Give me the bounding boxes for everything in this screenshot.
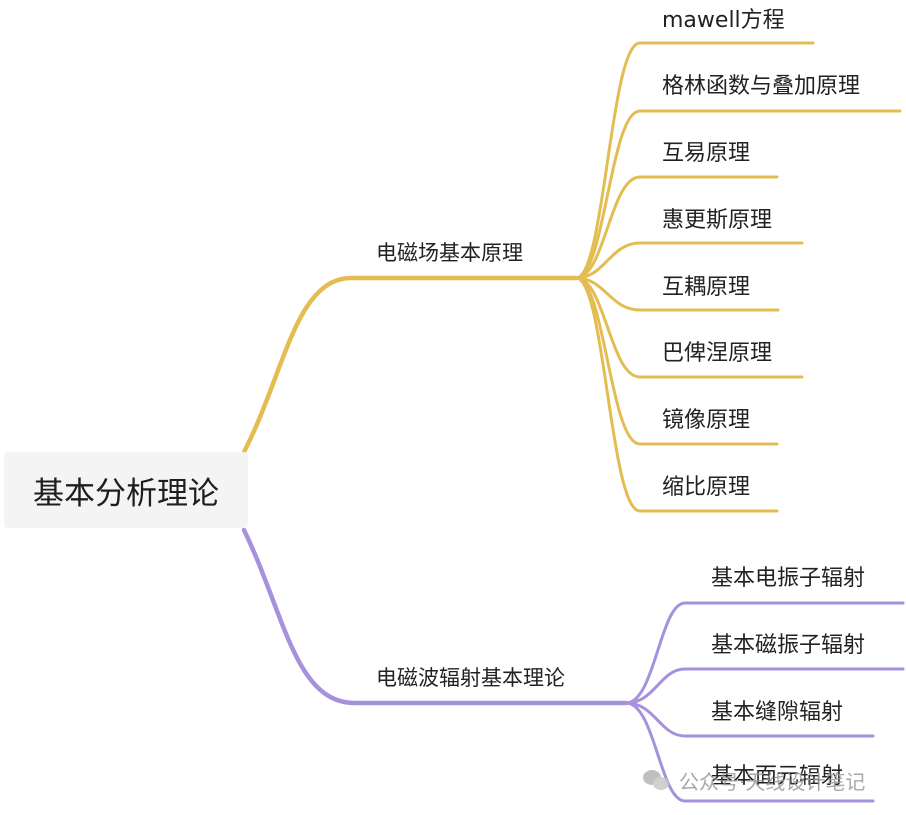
connector-branch-2-leaf-4 [624,701,875,803]
connector-branch-2-leaf-1 [624,601,905,705]
watermark: 公众号·天线设计笔记 [643,766,865,794]
leaf-scaling[interactable]: 缩比原理 [662,475,751,500]
root-node[interactable]: 基本分析理论 [4,452,248,528]
leaf-babinet[interactable]: 巴俾涅原理 [662,341,773,366]
connector-root-branch-1 [241,275,579,455]
wechat-icon [643,768,671,792]
leaf-maxwell-equations[interactable]: mawell方程 [662,8,785,33]
leaf-reciprocity[interactable]: 互易原理 [662,141,751,166]
root-label: 基本分析理论 [33,475,219,512]
leaf-image-theory[interactable]: 镜像原理 [662,408,751,433]
connector-branch-1-leaf-4 [574,241,804,280]
connector-branch-1-leaf-6 [574,276,804,379]
connector-branch-1-leaf-5 [574,276,780,312]
leaf-green-function[interactable]: 格林函数与叠加原理 [662,74,861,99]
connector-branch-1-leaf-1 [574,41,815,280]
connector-root-branch-2 [241,527,629,706]
connector-branch-2-leaf-2 [624,667,905,705]
leaf-huygens[interactable]: 惠更斯原理 [662,208,773,233]
leaf-slot-radiation[interactable]: 基本缝隙辐射 [711,700,844,725]
connector-branch-1-leaf-2 [574,109,902,280]
branch-electromagnetic-field[interactable]: 电磁场基本原理 [376,241,523,265]
leaf-magnetic-dipole[interactable]: 基本磁振子辐射 [711,633,866,658]
connector-branch-1-leaf-8 [574,276,779,513]
leaf-electric-dipole[interactable]: 基本电振子辐射 [711,566,866,591]
watermark-text: 公众号·天线设计笔记 [679,769,866,794]
leaf-surface-element[interactable]: 基本面元辐射 [711,764,844,789]
leaf-mutual-coupling[interactable]: 互耦原理 [662,275,751,300]
connector-branch-1-leaf-3 [574,175,779,280]
branch-radiation-theory[interactable]: 电磁波辐射基本理论 [376,666,565,690]
connector-branch-2-leaf-3 [624,701,875,738]
